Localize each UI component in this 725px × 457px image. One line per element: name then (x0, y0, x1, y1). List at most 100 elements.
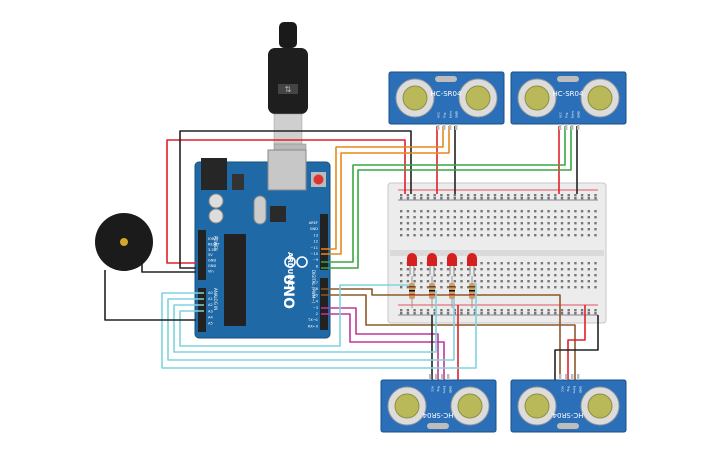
breadboard-hole (433, 197, 436, 200)
breadboard-hole (420, 222, 423, 225)
breadboard-hole (453, 228, 456, 231)
breadboard-hole (547, 268, 550, 271)
breadboard-hole (460, 268, 463, 271)
breadboard-hole (467, 274, 470, 277)
breadboard-hole (513, 274, 517, 277)
breadboard-hole (594, 309, 597, 312)
breadboard-hole (440, 194, 443, 197)
breadboard-hole (406, 210, 410, 213)
breadboard-hole (507, 268, 510, 271)
pin-label: ~10 (310, 252, 318, 256)
breadboard-hole (560, 194, 564, 197)
breadboard-hole (580, 312, 584, 315)
breadboard-hole (426, 274, 430, 277)
breadboard-hole (473, 274, 477, 277)
breadboard-hole (453, 234, 456, 237)
breadboard-hole (574, 197, 577, 200)
breadboard-hole (473, 312, 477, 315)
breadboard-hole (460, 274, 463, 277)
breadboard-hole (440, 280, 443, 283)
breadboard-hole (440, 216, 443, 219)
breadboard-hole (507, 197, 510, 200)
breadboard-hole (446, 268, 450, 271)
breadboard-hole (507, 312, 510, 315)
sensor-pin-label: Echo (573, 386, 577, 393)
breadboard-hole (587, 234, 590, 237)
breadboard-hole (567, 262, 570, 265)
breadboard-hole (400, 262, 403, 265)
breadboard-hole (420, 228, 423, 231)
wire-sensor4-echo (321, 294, 576, 380)
breadboard-hole (500, 194, 503, 197)
breadboard-hole (520, 197, 523, 200)
breadboard-hole (520, 312, 523, 315)
breadboard-hole (460, 280, 463, 283)
breadboard-hole (446, 274, 450, 277)
breadboard-hole (520, 222, 523, 225)
pin-label: 8 (316, 264, 319, 268)
breadboard-hole (473, 197, 477, 200)
breadboard-hole (420, 274, 423, 277)
breadboard-hole (473, 194, 477, 197)
breadboard-hole (513, 312, 517, 315)
breadboard-hole (453, 210, 456, 213)
breadboard-hole (574, 286, 577, 289)
breadboard-hole (446, 216, 450, 219)
breadboard-hole (567, 268, 570, 271)
breadboard-hole (554, 312, 557, 315)
breadboard-hole (440, 309, 443, 312)
pin-label: GND (208, 259, 216, 263)
breadboard-hole (460, 312, 463, 315)
breadboard-hole (480, 280, 483, 283)
breadboard-hole (426, 216, 430, 219)
sensor-pin-label: GND (577, 110, 581, 118)
breadboard-hole (400, 210, 403, 213)
breadboard-hole (574, 234, 577, 237)
breadboard-hole (554, 194, 557, 197)
breadboard-hole (527, 222, 530, 225)
arduino-logo-icon (284, 256, 308, 268)
pin-label: 3.3V (208, 248, 217, 252)
breadboard-hole (500, 312, 503, 315)
breadboard-hole (467, 286, 470, 289)
breadboard-hole (547, 309, 550, 312)
breadboard-hole (420, 312, 423, 315)
breadboard-hole (580, 210, 584, 213)
pin-label: ~9 (313, 258, 319, 262)
breadboard-hole (480, 197, 483, 200)
analog-header-label: ANALOG IN (213, 288, 218, 310)
sensor-label: HC-SR04 (431, 90, 462, 98)
pin-label: AREF (309, 221, 318, 225)
breadboard-hole (520, 286, 523, 289)
breadboard-hole (540, 222, 544, 225)
breadboard-hole (480, 286, 483, 289)
sensor-pin-label: Echo (443, 386, 447, 393)
pin-label: TX→1 (307, 318, 318, 322)
pin-label: IOREF (208, 237, 219, 241)
pin-label: Vin (208, 269, 214, 273)
breadboard-hole (406, 228, 410, 231)
breadboard-hole (446, 309, 450, 312)
wire-sensor4-gnd (554, 315, 599, 380)
breadboard-hole (493, 262, 497, 265)
breadboard-hole (413, 222, 416, 225)
breadboard-hole (527, 280, 530, 283)
pin-label: 2 (316, 312, 318, 316)
breadboard-hole (426, 228, 430, 231)
sensor-pin-label: VCC (431, 386, 435, 392)
breadboard-hole (493, 309, 497, 312)
wire-sensor2-trig (321, 126, 566, 263)
wire-sensor4-vcc (567, 305, 586, 380)
breadboard-hole (594, 262, 597, 265)
breadboard-hole (527, 194, 530, 197)
breadboard-hole (493, 194, 497, 197)
breadboard-hole (467, 268, 470, 271)
led-red (447, 253, 457, 266)
breadboard-hole (487, 216, 490, 219)
breadboard-hole (513, 262, 517, 265)
breadboard-hole (547, 194, 550, 197)
breadboard-hole (520, 210, 523, 213)
breadboard-hole (487, 222, 490, 225)
breadboard-hole (547, 274, 550, 277)
